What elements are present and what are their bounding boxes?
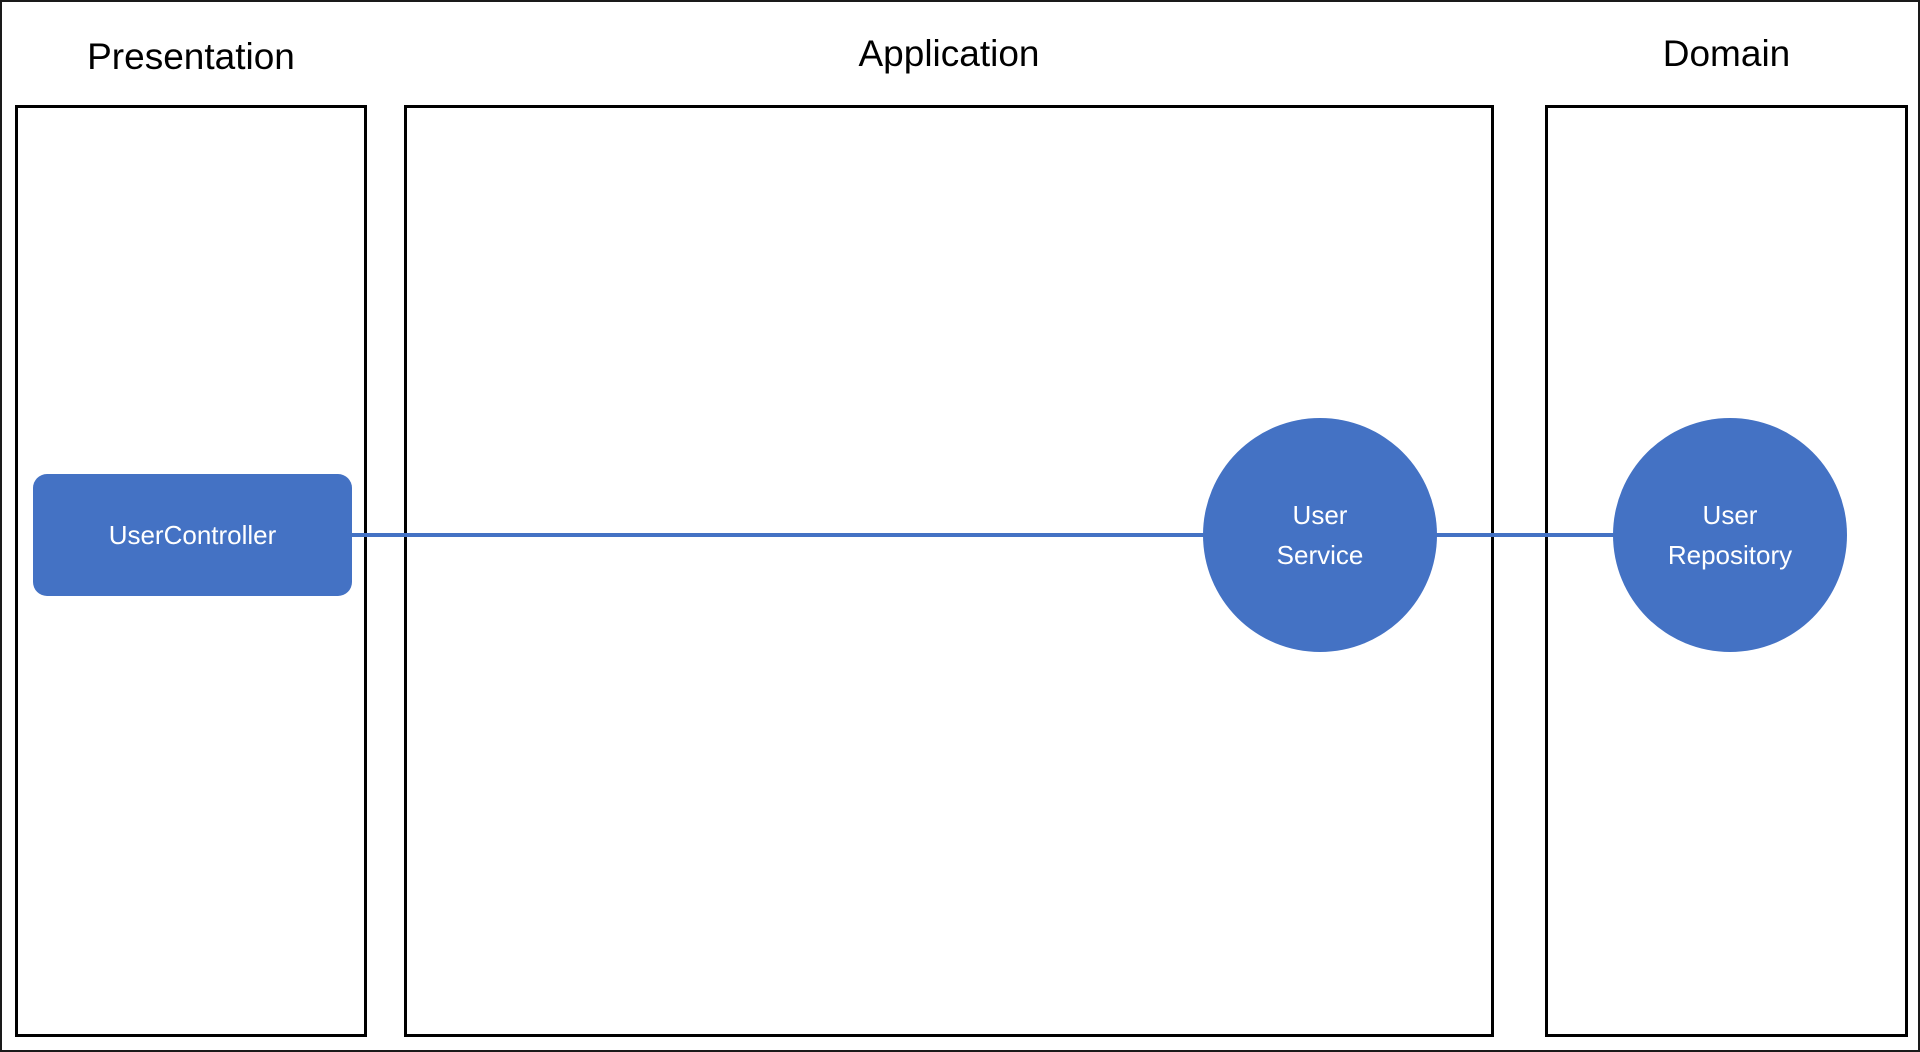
node-user-controller[interactable]: UserController	[33, 474, 352, 596]
node-user-service[interactable]: User Service	[1203, 418, 1437, 652]
node-user-controller-label: UserController	[108, 520, 277, 550]
layer-title-application: Application	[858, 33, 1040, 74]
connector-controller-to-service[interactable]	[352, 533, 1205, 537]
node-user-repository-label-line-1: User	[1702, 500, 1758, 530]
node-user-service-label-line-2: Service	[1276, 540, 1364, 570]
layer-title-domain: Domain	[1662, 33, 1791, 74]
node-user-service-label-line-1: User	[1292, 500, 1348, 530]
layer-title-presentation: Presentation	[87, 36, 295, 77]
node-user-repository[interactable]: User Repository	[1613, 418, 1847, 652]
node-user-repository-label-line-2: Repository	[1667, 540, 1793, 570]
connector-service-to-repository[interactable]	[1435, 533, 1615, 537]
